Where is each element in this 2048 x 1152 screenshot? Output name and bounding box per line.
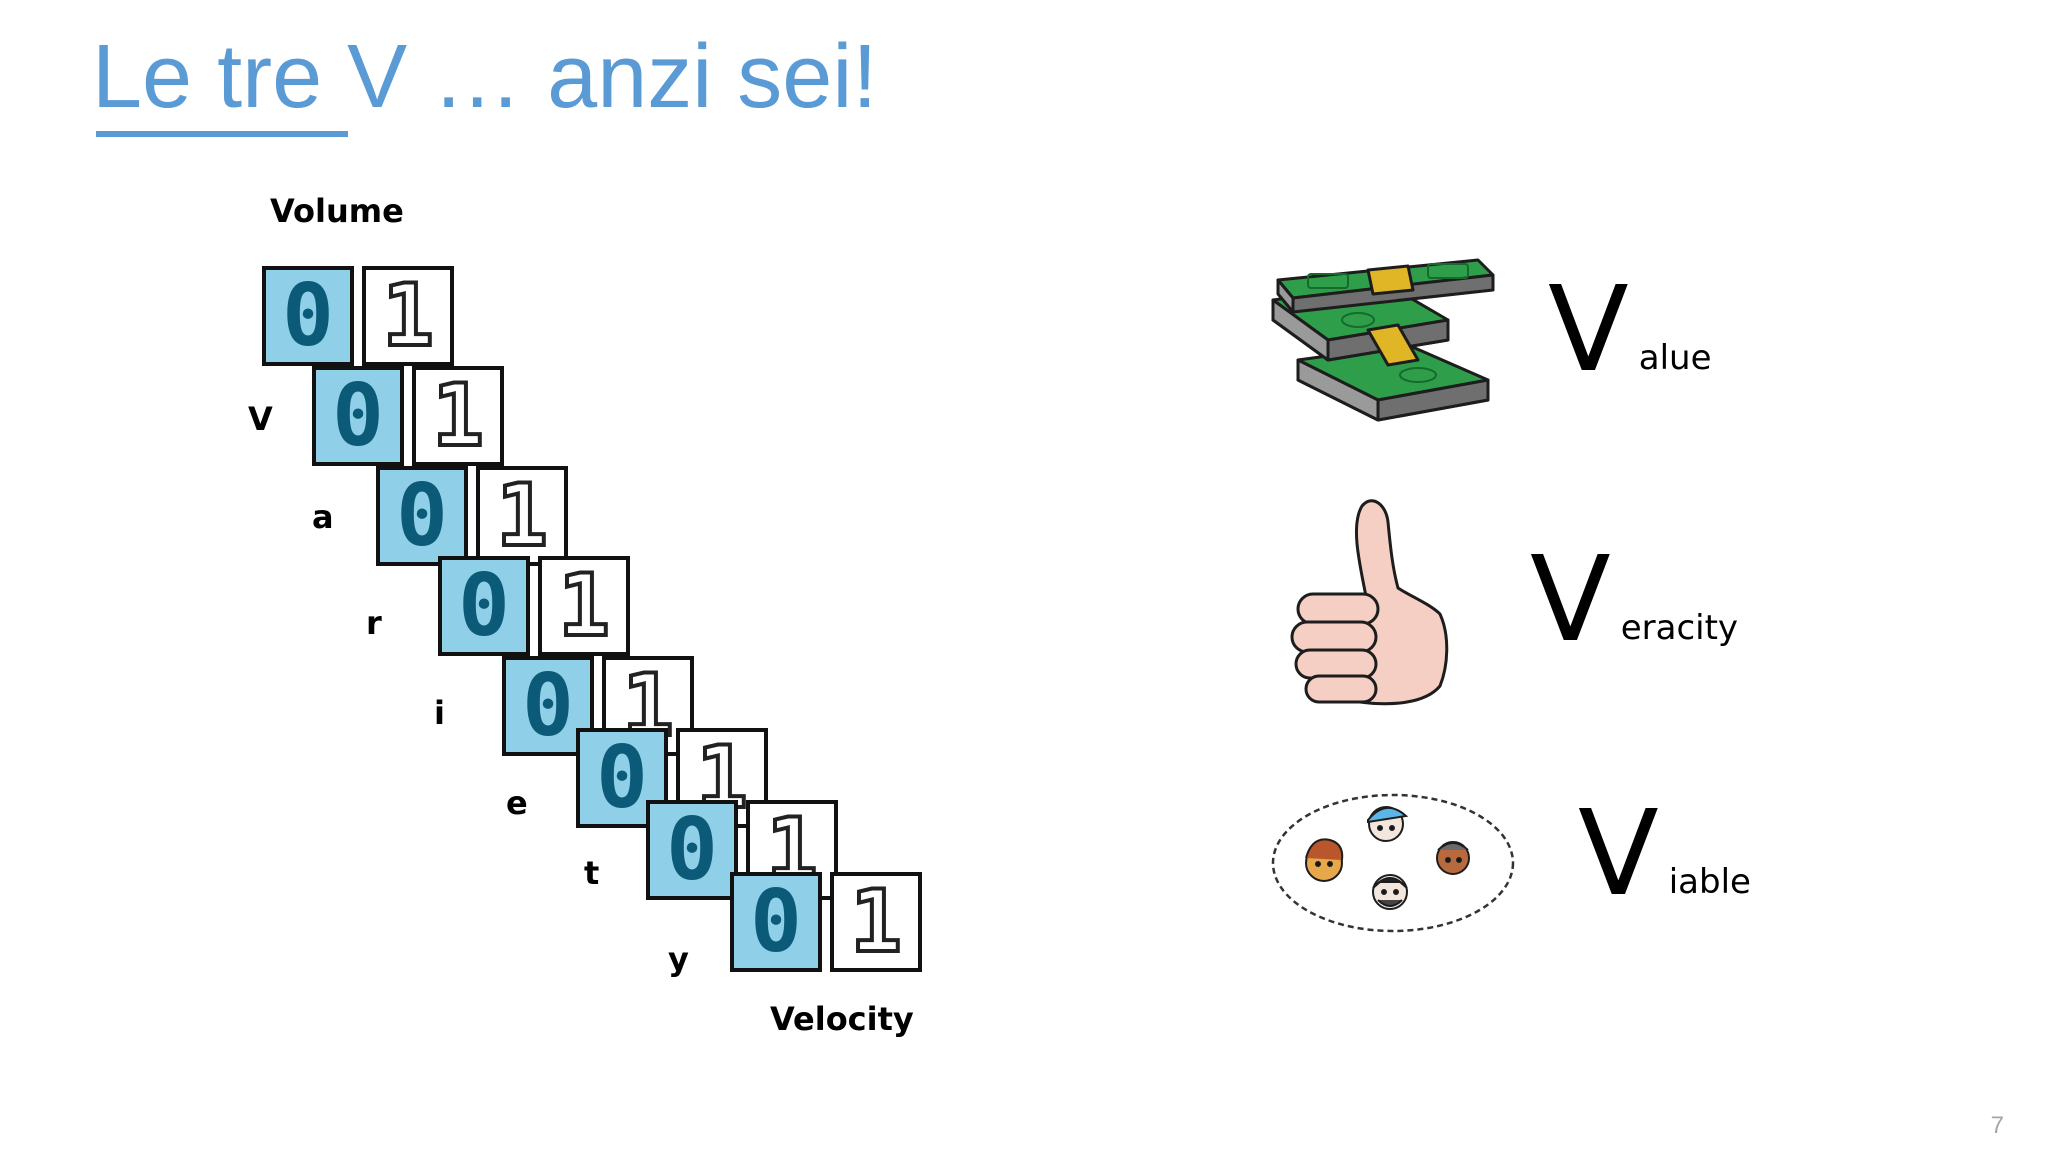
title-underline [96, 131, 348, 137]
tile-zero: 0 [262, 266, 354, 366]
variety-letter-v: V [248, 400, 273, 438]
binary-tile-row: 0 1 [646, 800, 846, 900]
velocity-label: Velocity [770, 1000, 914, 1038]
variety-letter-r: r [366, 604, 382, 642]
tile-zero: 0 [376, 466, 468, 566]
slide-title: Le tre V … anzi sei! [92, 27, 878, 127]
tile-zero: 0 [646, 800, 738, 900]
binary-tile-row: 0 1 [262, 266, 462, 366]
binary-tile-row: 0 1 [312, 366, 512, 466]
tile-zero: 0 [730, 872, 822, 972]
tile-zero: 0 [502, 656, 594, 756]
value-rest-text: alue [1638, 338, 1712, 379]
value-v-letter: V [1548, 260, 1629, 398]
money-stack-icon [1271, 258, 1495, 422]
binary-tile-row: 0 1 [730, 872, 930, 972]
value-item: V alue [1548, 260, 1712, 398]
variety-letter-e: e [506, 784, 528, 822]
tile-one: 1 [476, 466, 568, 566]
viable-v-letter: V [1578, 784, 1659, 922]
binary-tile-row: 0 1 [376, 466, 576, 566]
viable-rest-text: iable [1668, 862, 1751, 903]
veracity-v-letter: V [1530, 530, 1611, 668]
tile-zero: 0 [312, 366, 404, 466]
veracity-rest-text: eracity [1620, 608, 1739, 649]
tile-one: 1 [412, 366, 504, 466]
tile-zero: 0 [438, 556, 530, 656]
tile-one: 1 [830, 872, 922, 972]
variety-letter-y: y [668, 940, 689, 978]
people-faces-icon [1271, 793, 1515, 933]
volume-label: Volume [270, 192, 404, 230]
variety-letter-t: t [584, 854, 600, 892]
thumbs-up-icon [1290, 499, 1449, 706]
tile-one: 1 [362, 266, 454, 366]
page-number: 7 [1990, 1112, 2004, 1139]
variety-letter-a: a [312, 498, 334, 536]
viable-item: V iable [1578, 784, 1751, 922]
binary-tile-row: 0 1 [438, 556, 638, 656]
tile-one: 1 [538, 556, 630, 656]
variety-letter-i: i [434, 694, 445, 732]
veracity-item: V eracity [1530, 530, 1739, 668]
